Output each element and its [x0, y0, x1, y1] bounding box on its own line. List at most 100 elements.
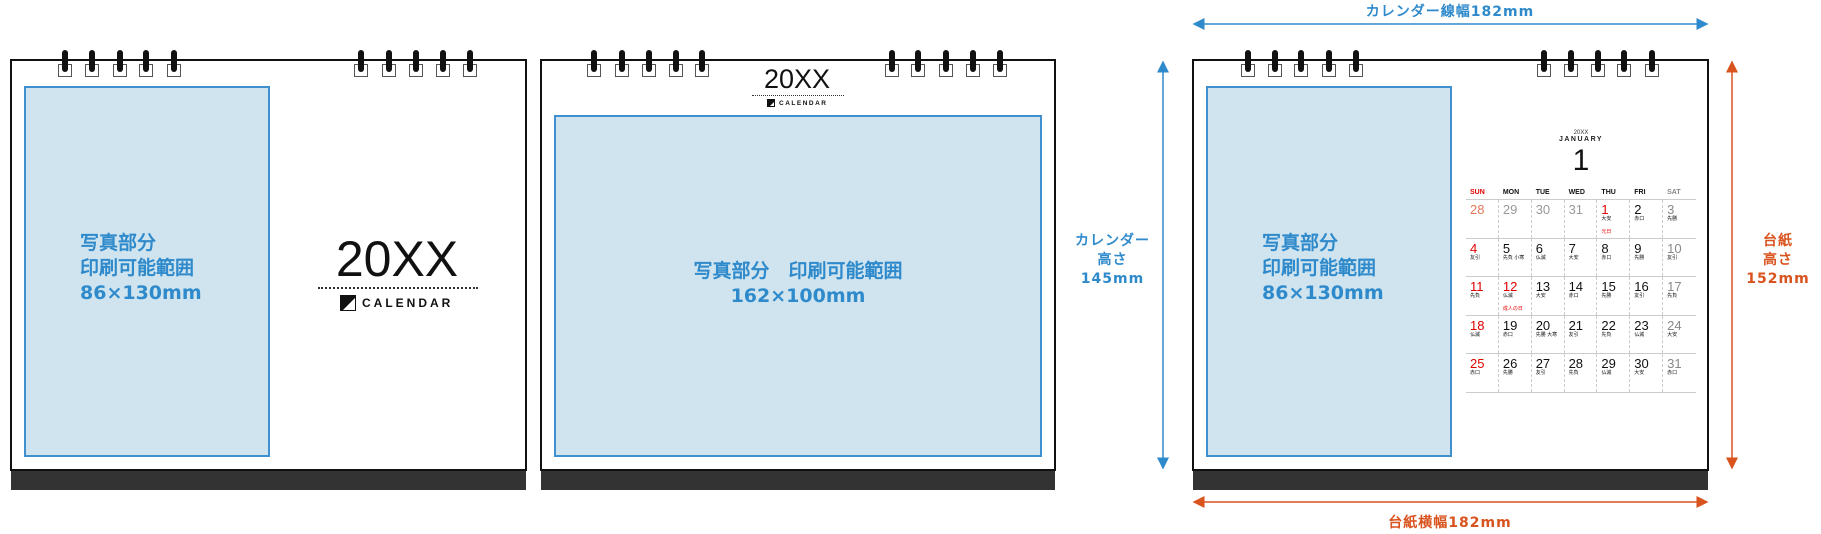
- rokuyo-label: 大安: [1601, 216, 1612, 222]
- day-number: 6: [1535, 240, 1543, 256]
- day-number: 9: [1634, 240, 1642, 256]
- rokuyo-label: 仏滅: [1502, 293, 1513, 299]
- rokuyo-label: 先勝: [1667, 216, 1678, 222]
- weekday-thu: THU: [1601, 189, 1616, 196]
- binding-ring-icon: [1617, 50, 1631, 80]
- calendar-height-label: カレンダー 高さ 145mm: [1060, 232, 1165, 289]
- board-height-label: 台紙 高さ 152mm: [1735, 232, 1821, 289]
- label-line: 高さ: [1763, 252, 1793, 268]
- binding-ring-icon: [409, 50, 423, 80]
- day-number: 30: [1535, 202, 1551, 217]
- rokuyo-label: 大安: [1568, 254, 1579, 261]
- rokuyo-label: 先勝 大寒: [1535, 331, 1558, 338]
- day-number: 13: [1535, 279, 1551, 294]
- day-cell: 30: [1532, 200, 1565, 238]
- photo-area-label: 写真部分 印刷可能範囲 162×100mm: [554, 259, 1042, 309]
- label-line: 145mm: [1080, 271, 1145, 287]
- day-number: 2: [1634, 202, 1642, 217]
- rokuyo-label: 大安: [1535, 293, 1546, 299]
- day-cell: 28: [1466, 200, 1499, 238]
- day-number: 28: [1568, 356, 1584, 371]
- binding-ring-icon: [1349, 50, 1363, 80]
- binding-ring-icon: [1322, 50, 1336, 80]
- day-number: 10: [1667, 240, 1682, 256]
- binding-ring-icon: [1591, 50, 1605, 80]
- binding-ring-icon: [1645, 50, 1659, 80]
- rokuyo-label: 赤口: [1502, 331, 1513, 338]
- weekday-mon: MON: [1502, 189, 1520, 196]
- holiday-label: 元日: [1601, 228, 1612, 235]
- day-number: 4: [1470, 240, 1478, 256]
- photo-area-label: 写真部分 印刷可能範囲 86×130mm: [1262, 231, 1384, 306]
- month-number: 1: [1572, 144, 1590, 177]
- binding-ring-icon: [354, 50, 368, 80]
- photo-area-label: 写真部分 印刷可能範囲 86×130mm: [80, 231, 202, 306]
- dotted-divider: [752, 95, 844, 96]
- day-number: 26: [1502, 356, 1518, 371]
- calendar-base: [11, 471, 526, 490]
- calendar-logo: CALENDAR: [340, 295, 453, 311]
- calendar-base: [541, 471, 1055, 490]
- day-number: 28: [1470, 202, 1485, 217]
- label-line: 152mm: [1746, 271, 1810, 287]
- weekday-tue: TUE: [1535, 189, 1550, 196]
- calendar-width-label: カレンダー線幅182mm: [1300, 1, 1600, 21]
- binding-ring-icon: [58, 50, 72, 80]
- rokuyo-label: 先勝: [1502, 370, 1513, 376]
- photo-area: [554, 115, 1042, 457]
- rokuyo-label: 仏滅: [1470, 331, 1481, 338]
- photo-size: 86×130mm: [1262, 282, 1384, 304]
- logo-text: CALENDAR: [779, 99, 828, 107]
- weekday-sat: SAT: [1667, 189, 1681, 196]
- rokuyo-label: 先勝: [1634, 254, 1645, 261]
- rokuyo-label: 友引: [1634, 293, 1645, 299]
- day-number: 7: [1568, 240, 1576, 256]
- day-number: 3: [1667, 202, 1675, 217]
- day-number: 15: [1601, 279, 1616, 294]
- calendar-year: 20XX: [1573, 130, 1589, 136]
- day-cell: 29: [1499, 200, 1532, 238]
- day-number: 27: [1535, 356, 1551, 371]
- label-line: 高さ: [1097, 252, 1128, 268]
- binding-ring-icon: [993, 50, 1007, 80]
- day-number: 11: [1470, 279, 1484, 294]
- binding-ring-icon: [382, 50, 396, 80]
- day-number: 1: [1601, 202, 1609, 217]
- day-number: 22: [1601, 317, 1616, 333]
- day-number: 12: [1502, 279, 1518, 294]
- rokuyo-label: 赤口: [1568, 293, 1579, 299]
- binding-ring-icon: [669, 50, 683, 80]
- binding-ring-icon: [1564, 50, 1578, 80]
- photo-label-line: 写真部分 印刷可能範囲: [693, 260, 903, 282]
- photo-label-line: 写真部分: [1262, 232, 1339, 254]
- binding-ring-icon: [695, 50, 709, 80]
- rokuyo-label: 先負: [1601, 331, 1612, 338]
- day-number: 23: [1634, 317, 1649, 333]
- day-number: 31: [1667, 356, 1682, 371]
- logo-text: CALENDAR: [362, 296, 454, 310]
- holiday-label: 成人の日: [1502, 305, 1523, 312]
- photo-label-line: 印刷可能範囲: [1262, 257, 1377, 279]
- year-title: 20XX: [763, 64, 831, 94]
- binding-ring-icon: [587, 50, 601, 80]
- weekday-fri: FRI: [1634, 189, 1646, 196]
- photo-size: 86×130mm: [80, 282, 202, 304]
